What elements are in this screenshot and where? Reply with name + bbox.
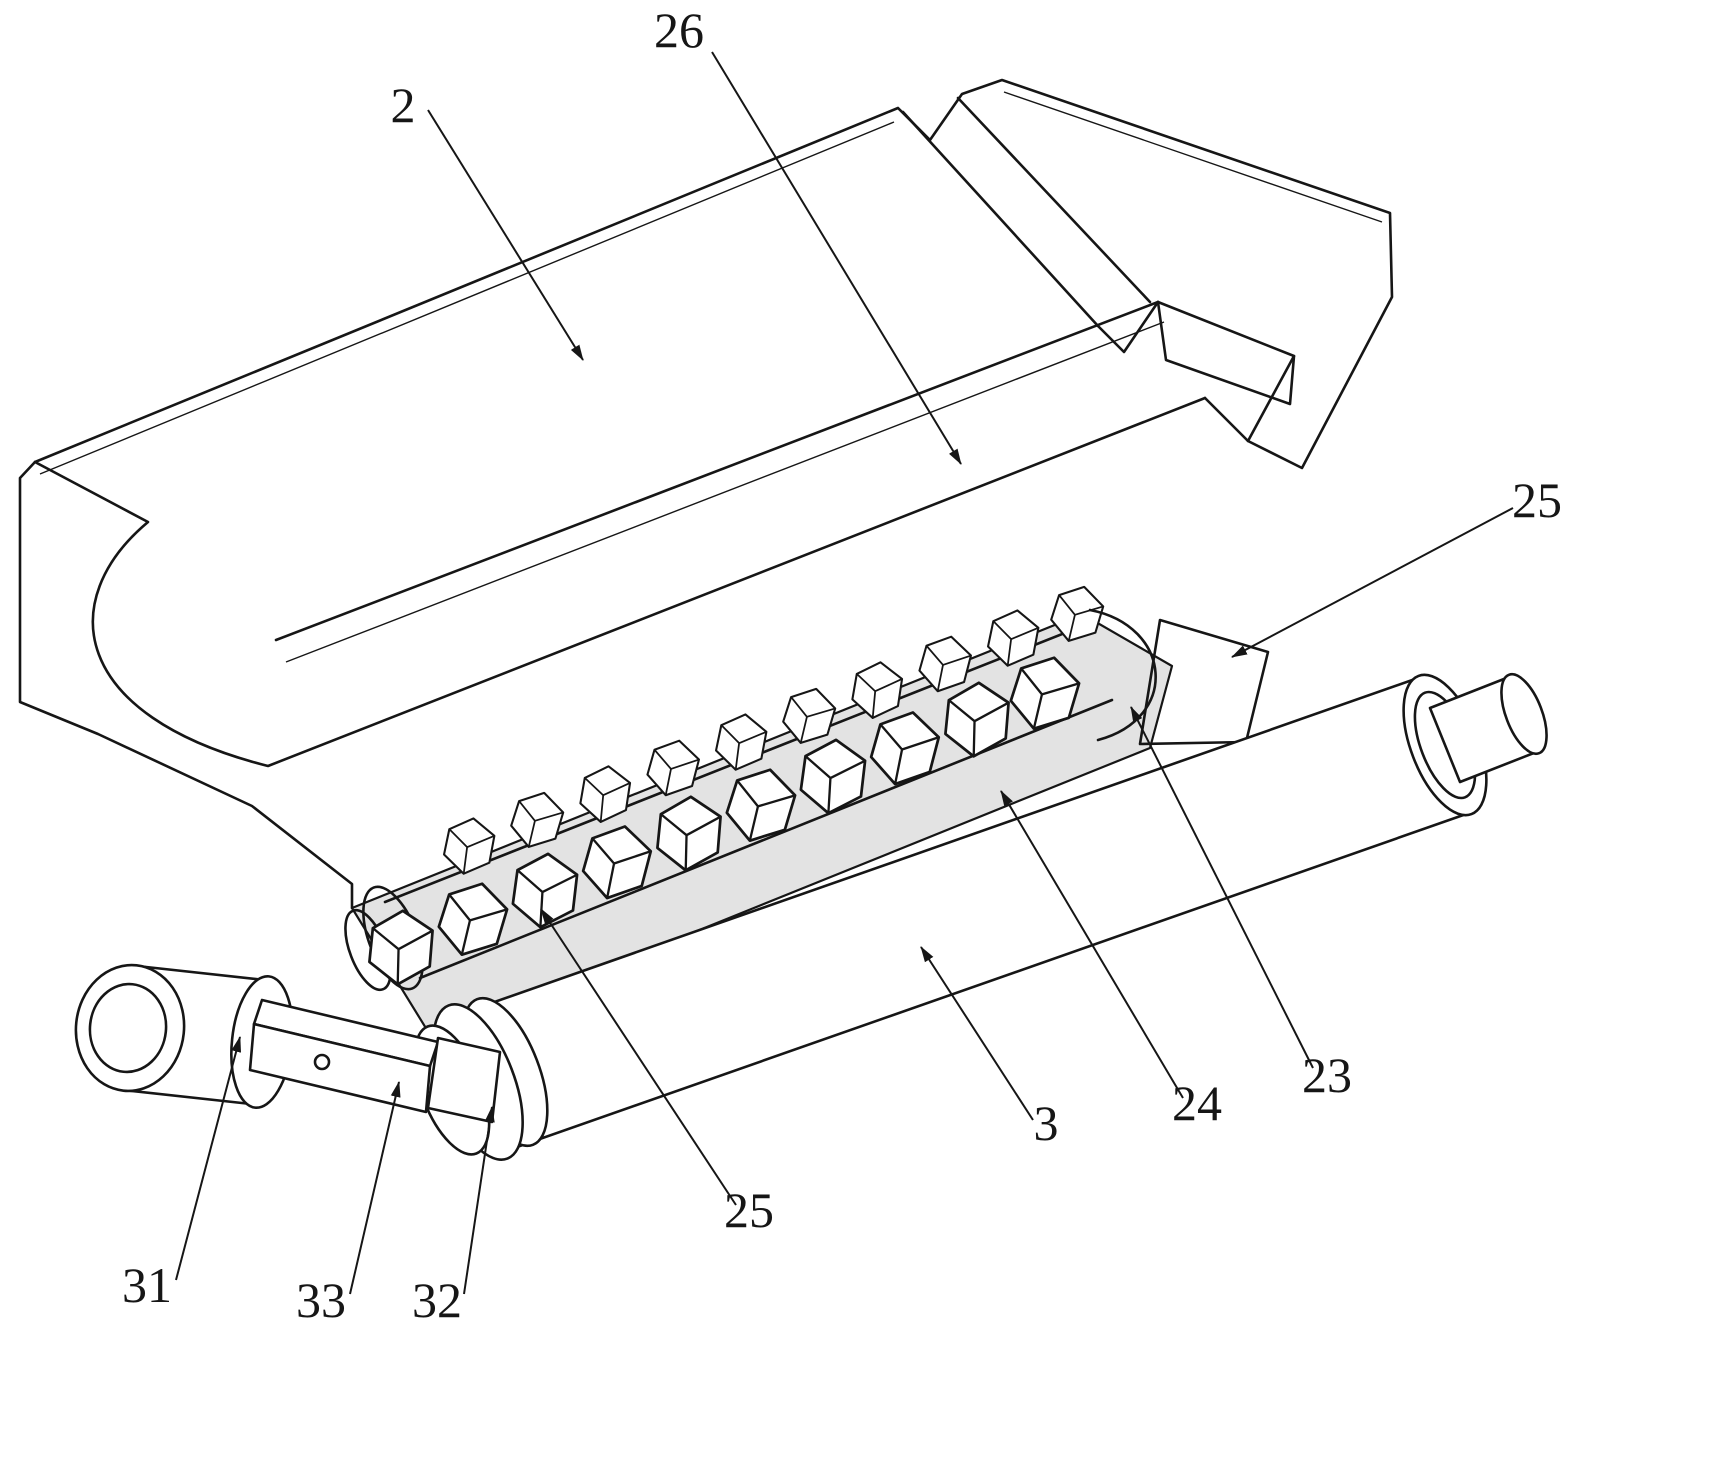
- ref-label-33: 33: [296, 1272, 346, 1328]
- leader-line-24: [1000, 790, 1184, 1099]
- right-bracket: [1156, 300, 1296, 443]
- ref-label-32: 32: [412, 1272, 462, 1328]
- stub-end-cap: [1500, 672, 1548, 756]
- crank-yoke-end: [426, 1036, 502, 1124]
- ref-label-31: 31: [122, 1257, 172, 1313]
- crank-cylinder: [74, 963, 294, 1110]
- leader-line-33: [349, 1081, 401, 1295]
- ref-label-2: 2: [391, 77, 416, 133]
- screw-core-bottom: [418, 698, 1114, 980]
- housing-top-outline: [33, 78, 1394, 470]
- leader-line-32: [463, 1106, 495, 1295]
- ref-label-25-bottom: 25: [724, 1182, 774, 1238]
- housing-top-bevel: [39, 91, 1383, 475]
- crank-left-cap-inner: [88, 982, 168, 1074]
- groove-edge-b: [956, 96, 1152, 304]
- bracket-inner-edge: [1156, 300, 1296, 443]
- screw-conveyor: [344, 584, 1157, 992]
- roller-stub-shaft: [1428, 672, 1548, 784]
- leader-lines: [175, 51, 1514, 1295]
- crank-arm: [248, 998, 502, 1124]
- leader-line-25-bottom: [540, 908, 737, 1206]
- housing-front-edge-thickness: [285, 321, 1165, 663]
- housing-nose-and-bottom-edge: [33, 396, 1207, 768]
- housing-body: [18, 78, 1394, 910]
- screw-end-cap: [1088, 608, 1157, 742]
- crank-assembly: [74, 963, 502, 1124]
- leader-line-26: [711, 51, 962, 465]
- housing-left-face: [18, 460, 354, 910]
- leader-line-25-right: [1231, 507, 1514, 658]
- ref-label-26: 26: [654, 2, 704, 58]
- housing-front-edge: [274, 300, 1160, 642]
- leader-line-2: [427, 109, 584, 361]
- crank-arm-hole: [313, 1053, 331, 1071]
- ref-label-24: 24: [1172, 1075, 1222, 1131]
- leader-line-31: [175, 1036, 242, 1281]
- ref-labels: 2 26 25 23 24 3 25 31 33 32: [122, 2, 1562, 1328]
- leader-line-3: [920, 946, 1034, 1121]
- ref-label-3: 3: [1034, 1095, 1059, 1151]
- leader-line-23: [1130, 706, 1314, 1069]
- top-groove: [901, 96, 1160, 354]
- groove-edge-a: [901, 110, 1100, 328]
- ref-label-23: 23: [1302, 1047, 1352, 1103]
- groove-front-notch: [1096, 300, 1160, 354]
- crank-arm-front-face: [248, 1022, 432, 1114]
- ref-label-25-right: 25: [1512, 472, 1562, 528]
